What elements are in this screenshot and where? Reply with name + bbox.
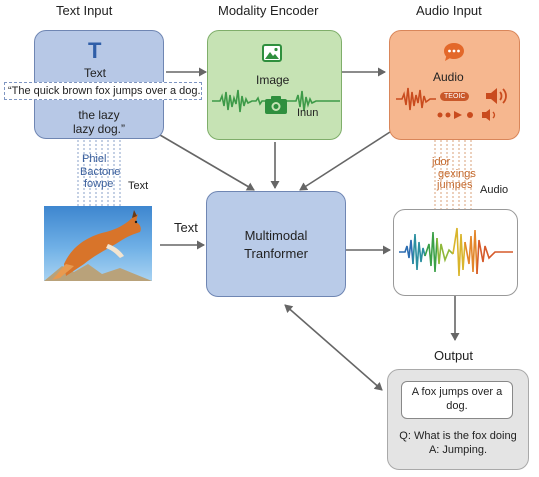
text-token-2: Bactone [80, 166, 121, 178]
encoder-tag: Inun [297, 107, 319, 119]
text-token-threads [77, 140, 121, 206]
audio-token-2: gexings [438, 168, 476, 180]
encoder-waveform [212, 89, 340, 113]
text-side-label: Text [128, 180, 149, 192]
encoder-label: Image [256, 73, 290, 87]
audio-icon-row [437, 109, 496, 121]
audio-token-1: jdor [432, 156, 451, 168]
output-answer-card [401, 381, 513, 419]
text-input-label: Text [84, 66, 107, 80]
text-token-1: Phiel [82, 153, 107, 165]
output-reply: A: Jumping. [428, 444, 488, 456]
transformer-input-label: Text [174, 220, 198, 235]
header-text-input: Text Input [56, 3, 113, 18]
arrow-text-to-transformer [159, 134, 255, 191]
fox-icon [44, 210, 152, 281]
camera-icon [265, 96, 287, 114]
text-token-3: fowpe [84, 178, 114, 190]
speech-bubble-icon [444, 43, 464, 61]
modality-encoder-box [207, 30, 342, 140]
image-icon [262, 44, 282, 62]
text-input-quote-line2: the lazy [78, 108, 120, 122]
text-t-icon: T [88, 38, 102, 63]
multimodal-transformer-box [206, 191, 346, 297]
audio-input-label: Audio [433, 70, 464, 84]
text-input-quote: “The quick brown fox jumps over a dog. [4, 82, 202, 100]
audio-side-label: Audio [480, 184, 509, 196]
fox-photo [44, 206, 152, 281]
transformer-line-2: Tranformer [244, 246, 308, 261]
output-answer: A fox jumps over a dog. [411, 386, 503, 412]
speaker-icon [486, 88, 507, 104]
transformer-line-1: Multimodal [244, 228, 308, 243]
audio-output-waveform [399, 227, 513, 277]
header-modality-encoder: Modality Encoder [218, 3, 319, 18]
audio-chip: TEOIC [440, 92, 470, 101]
text-input-quote-line3: lazy dog.” [72, 122, 126, 136]
audio-input-waveform [396, 87, 436, 111]
header-audio-input: Audio Input [416, 3, 482, 18]
header-output: Output [434, 348, 474, 363]
audio-token-3: jumpes [437, 179, 473, 191]
arrow-transformer-output-bidirectional [284, 304, 383, 391]
output-question: Q: What is the fox doing [399, 430, 517, 442]
arrow-audio-to-transformer [299, 131, 391, 191]
